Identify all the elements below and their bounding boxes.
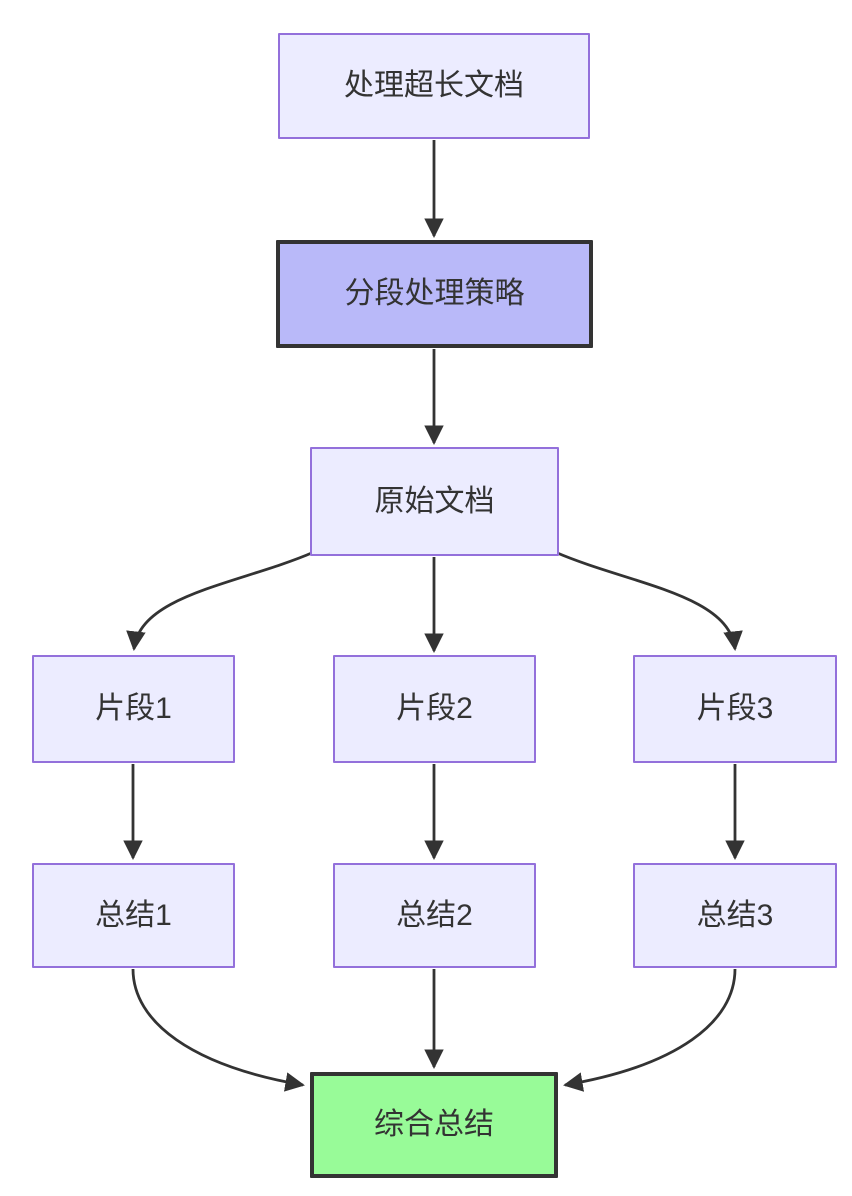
node-label: 总结1 — [95, 898, 172, 932]
node-label: 处理超长文档 — [344, 69, 524, 102]
node-combined-summary: 综合总结 — [310, 1072, 558, 1178]
node-label: 片段1 — [95, 692, 172, 725]
edge-E3-F — [563, 968, 737, 1092]
node-fragment-1: 片段1 — [32, 655, 235, 763]
node-original-doc: 原始文档 — [310, 447, 559, 556]
node-process-long-doc: 处理超长文档 — [278, 33, 590, 139]
node-label: 片段2 — [396, 692, 473, 725]
edge-C-D3 — [554, 550, 743, 651]
node-fragment-2: 片段2 — [333, 655, 536, 763]
node-label: 综合总结 — [374, 1108, 494, 1141]
node-summary-1: 总结1 — [32, 863, 235, 968]
node-label: 总结2 — [396, 898, 473, 932]
edge-E1-F — [131, 968, 305, 1092]
node-segmentation-strategy: 分段处理策略 — [276, 240, 593, 348]
node-fragment-3: 片段3 — [633, 655, 837, 763]
node-label: 片段3 — [696, 692, 774, 725]
node-summary-3: 总结3 — [633, 863, 837, 968]
node-label: 总结3 — [696, 898, 774, 932]
node-label: 原始文档 — [374, 484, 495, 518]
edge-C-D1 — [126, 550, 315, 651]
node-summary-2: 总结2 — [333, 863, 536, 968]
node-label: 分段处理策略 — [344, 277, 525, 310]
